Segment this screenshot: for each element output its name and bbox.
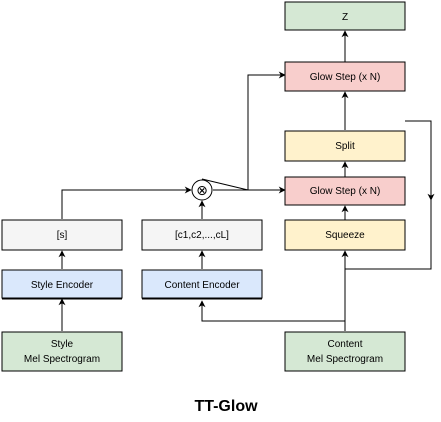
edge-split-side-branch [405, 120, 435, 201]
node-style-token-label: [s] [57, 230, 68, 241]
node-combine-op: ⊗ [191, 179, 213, 201]
node-squeeze-box [284, 219, 406, 251]
edge-op-to-glow-top [201, 75, 285, 191]
edge-style-to-op [61, 186, 192, 219]
node-style-token: [s] [1, 219, 123, 251]
node-content-encoder-label: Content Encoder [164, 280, 240, 291]
node-z-label: Z [342, 12, 348, 23]
node-style-input-box [1, 331, 123, 372]
node-content-input-box [284, 331, 406, 372]
node-content-input: Content Mel Spectrogram [284, 331, 406, 372]
node-split-box [284, 130, 406, 162]
node-glow-step-top-box [284, 61, 406, 92]
node-glow-step-bottom-label: Glow Step (x N) [310, 186, 381, 197]
node-style-encoder: Style Encoder [1, 269, 123, 299]
node-style-input-line2: Mel Spectrogram [24, 354, 100, 365]
node-glow-step-top-label: Glow Step (x N) [310, 72, 381, 83]
node-style-encoder-box [1, 269, 123, 299]
node-combine-op-circle [191, 179, 213, 201]
node-content-encoder-box [141, 269, 263, 299]
node-split: Split [284, 130, 406, 162]
node-z: Z [284, 1, 406, 31]
node-split-label: Split [335, 141, 355, 152]
node-glow-step-bottom-box [284, 176, 406, 206]
node-content-tokens-label: [c1,c2,...,cL] [175, 230, 229, 241]
node-style-input: Style Mel Spectrogram [1, 331, 123, 372]
node-content-input-line1: Content [327, 339, 362, 350]
node-content-encoder: Content Encoder [141, 269, 263, 299]
node-style-token-box [1, 219, 123, 251]
node-glow-step-top: Glow Step (x N) [284, 61, 406, 92]
edge-right-loop [344, 121, 432, 270]
edge-content-input-to-encoder [198, 300, 345, 322]
node-style-encoder-label: Style Encoder [31, 280, 94, 291]
diagram-title: TT-Glow [194, 398, 258, 415]
node-content-tokens: [c1,c2,...,cL] [141, 219, 263, 251]
node-squeeze: Squeeze [284, 219, 406, 251]
node-squeeze-label: Squeeze [325, 230, 365, 241]
node-style-input-line1: Style [51, 339, 74, 350]
node-content-input-line2: Mel Spectrogram [307, 354, 383, 365]
node-content-tokens-box [141, 219, 263, 251]
node-combine-op-symbol: ⊗ [196, 183, 208, 199]
node-z-box [284, 1, 406, 31]
node-glow-step-bottom: Glow Step (x N) [284, 176, 406, 206]
connectors [2, 30, 435, 331]
